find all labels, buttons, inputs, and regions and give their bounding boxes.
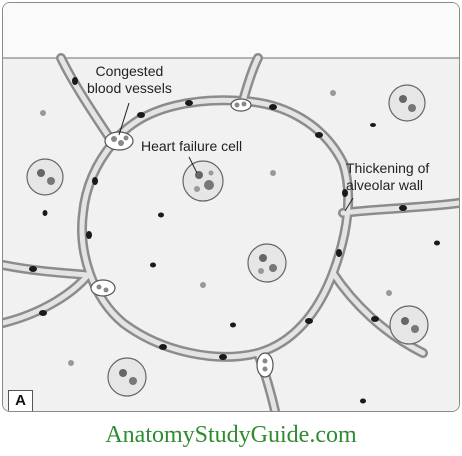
scattered-cells xyxy=(40,90,440,404)
thickening-label-line1: Thickening of xyxy=(346,160,430,176)
wall-nuclei xyxy=(29,77,407,360)
panel-letter: A xyxy=(8,390,33,411)
top-strip xyxy=(3,3,459,58)
thickening-label-line2: alveolar wall xyxy=(346,177,424,193)
heart-failure-cell-label: Heart failure cell xyxy=(141,138,243,154)
macrophage xyxy=(26,158,64,196)
macrophage xyxy=(107,357,147,397)
congested-vessels-label: Congested blood vessels xyxy=(87,63,172,97)
congested-vessel-4 xyxy=(256,352,274,378)
congested-vessel-3 xyxy=(90,279,116,297)
diagram-panel: Congested blood vessels Heart failure ce… xyxy=(2,2,460,412)
macrophage xyxy=(247,243,287,283)
heart-failure-cell xyxy=(182,160,224,202)
leader-lines xyxy=(118,102,354,212)
watermark-footer: AnatomyStudyGuide.com xyxy=(105,422,357,448)
alveoli-illustration xyxy=(3,3,459,411)
congested-vessel-1 xyxy=(104,131,134,151)
congested-label-line2: blood vessels xyxy=(87,80,172,96)
thickening-label: Thickening of alveolar wall xyxy=(346,160,429,194)
congested-label-line1: Congested xyxy=(95,63,164,79)
macrophage xyxy=(389,305,429,345)
congested-vessel-2 xyxy=(230,98,252,112)
macrophage xyxy=(388,84,426,122)
